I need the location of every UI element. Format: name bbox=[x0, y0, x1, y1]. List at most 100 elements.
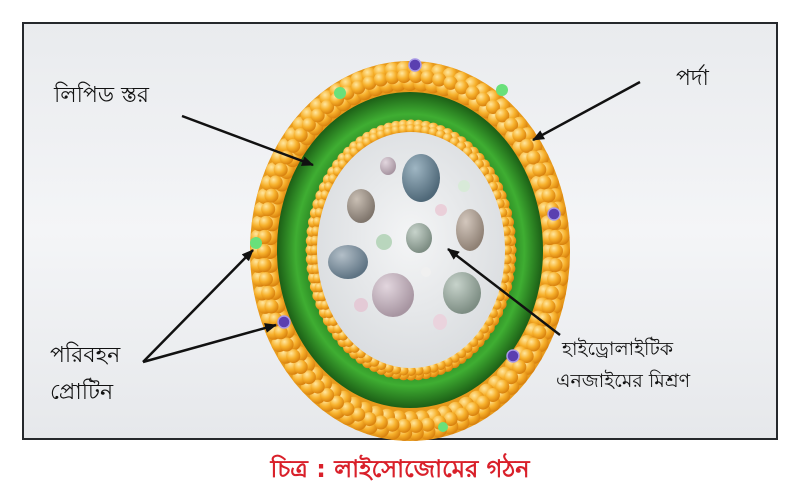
lipid-bead bbox=[547, 272, 562, 287]
lipid-bead bbox=[549, 244, 563, 258]
label-membrane: পর্দা bbox=[676, 66, 709, 91]
lipid-bead bbox=[273, 325, 288, 340]
vesicle bbox=[328, 245, 368, 279]
transport-protein bbox=[408, 58, 422, 72]
lipid-bead bbox=[454, 80, 469, 95]
pointer-arrows bbox=[142, 80, 641, 364]
lipid-bead bbox=[340, 402, 355, 417]
transport-protein bbox=[506, 349, 520, 363]
lipid-bead bbox=[258, 215, 273, 230]
lipid-bead bbox=[279, 337, 294, 352]
lipid-bead bbox=[413, 365, 424, 376]
lipid-bead bbox=[268, 175, 283, 190]
lipid-bead bbox=[301, 117, 316, 132]
lipid-bead bbox=[257, 244, 271, 258]
lipid-bead bbox=[264, 188, 279, 203]
vesicle bbox=[372, 273, 414, 317]
lipid-bead bbox=[421, 364, 431, 375]
lipid-bead bbox=[495, 379, 510, 394]
vesicle bbox=[458, 180, 470, 192]
lipid-bead bbox=[398, 365, 409, 376]
lipid-bead bbox=[476, 395, 490, 410]
lipid-bead bbox=[526, 150, 541, 165]
lipid-bead bbox=[495, 108, 510, 123]
arrow-membrane bbox=[532, 80, 641, 142]
arrow-transport-lower bbox=[142, 323, 277, 364]
lipid-bead bbox=[541, 299, 556, 314]
vesicle bbox=[421, 267, 431, 277]
lipid-bead bbox=[385, 417, 400, 432]
arrow-transport-upper bbox=[142, 249, 254, 363]
vesicle bbox=[406, 223, 432, 253]
vesicle bbox=[433, 314, 447, 330]
label-enzyme-line1: হাইড্রোলাইটিক bbox=[562, 338, 674, 360]
lipid-bead bbox=[432, 72, 447, 87]
lipid-bead bbox=[526, 337, 541, 352]
transport-protein bbox=[547, 207, 561, 221]
lipid-bead bbox=[548, 229, 563, 244]
lipid-bead bbox=[320, 388, 335, 402]
lipid-bead bbox=[541, 188, 556, 203]
lipid-bead bbox=[413, 124, 424, 135]
lipid-bead bbox=[330, 395, 344, 410]
vesicle bbox=[380, 157, 396, 175]
vesicle bbox=[376, 234, 392, 250]
transport-protein bbox=[277, 315, 291, 329]
lipid-bead bbox=[465, 85, 480, 100]
lipid-bead bbox=[454, 407, 469, 422]
green-particle bbox=[334, 87, 346, 99]
lipid-bead bbox=[373, 72, 388, 87]
lipid-bead bbox=[320, 100, 335, 114]
lipid-bead bbox=[408, 418, 423, 433]
arrow-enzyme bbox=[447, 248, 561, 336]
green-particle bbox=[438, 422, 448, 432]
lipid-bead bbox=[351, 407, 366, 422]
lipid-bead bbox=[398, 124, 409, 135]
lipid-bead bbox=[537, 312, 552, 327]
enzyme-vesicles bbox=[328, 154, 484, 330]
lipid-bead bbox=[485, 388, 500, 402]
lipid-bead bbox=[406, 366, 416, 376]
lipid-bead bbox=[351, 80, 366, 95]
green-particle bbox=[496, 84, 508, 96]
lipid-bead bbox=[408, 69, 423, 84]
lipid-bead bbox=[293, 128, 308, 142]
vesicle bbox=[456, 209, 484, 251]
figure-caption: চিত্র : লাইসোজোমের গঠন bbox=[270, 455, 530, 483]
lipid-bead bbox=[532, 162, 547, 177]
lipid-bead bbox=[273, 162, 288, 177]
lipid-bead bbox=[310, 108, 325, 123]
lipid-bead bbox=[548, 258, 563, 273]
lipid-bead bbox=[397, 418, 412, 433]
vesicle bbox=[443, 272, 481, 314]
lipid-bead bbox=[420, 70, 435, 85]
lipid-bead bbox=[504, 117, 519, 132]
lipid-bead bbox=[512, 128, 527, 142]
lipid-bead bbox=[443, 412, 458, 427]
lipid-bead bbox=[257, 258, 272, 273]
lipid-bead bbox=[512, 360, 527, 374]
label-enzyme-line2: এনজাইমের মিশ্রণ bbox=[556, 370, 691, 392]
green-particle bbox=[250, 237, 262, 249]
vesicle bbox=[354, 298, 368, 312]
lipid-bead bbox=[420, 417, 435, 432]
vesicle bbox=[402, 154, 440, 202]
lipid-bead bbox=[519, 138, 534, 153]
lipid-bead bbox=[406, 124, 416, 134]
lipid-bead bbox=[544, 285, 559, 300]
lipid-bead bbox=[391, 125, 401, 136]
lipid-bead bbox=[443, 75, 458, 90]
lipid-bead bbox=[310, 379, 325, 394]
label-lipid-layer: লিপিড স্তর bbox=[54, 83, 150, 108]
lipid-bead bbox=[362, 412, 377, 427]
lipid-bead bbox=[504, 370, 519, 385]
lipid-bead bbox=[261, 285, 276, 300]
vesicle bbox=[435, 204, 447, 216]
lipid-bead bbox=[293, 360, 308, 374]
lipid-bead bbox=[385, 70, 400, 85]
lipid-bead bbox=[261, 202, 276, 217]
lipid-bead bbox=[373, 415, 388, 430]
label-transport-protein-line1: পরিবহন bbox=[50, 343, 121, 368]
lipid-bead bbox=[537, 175, 552, 190]
